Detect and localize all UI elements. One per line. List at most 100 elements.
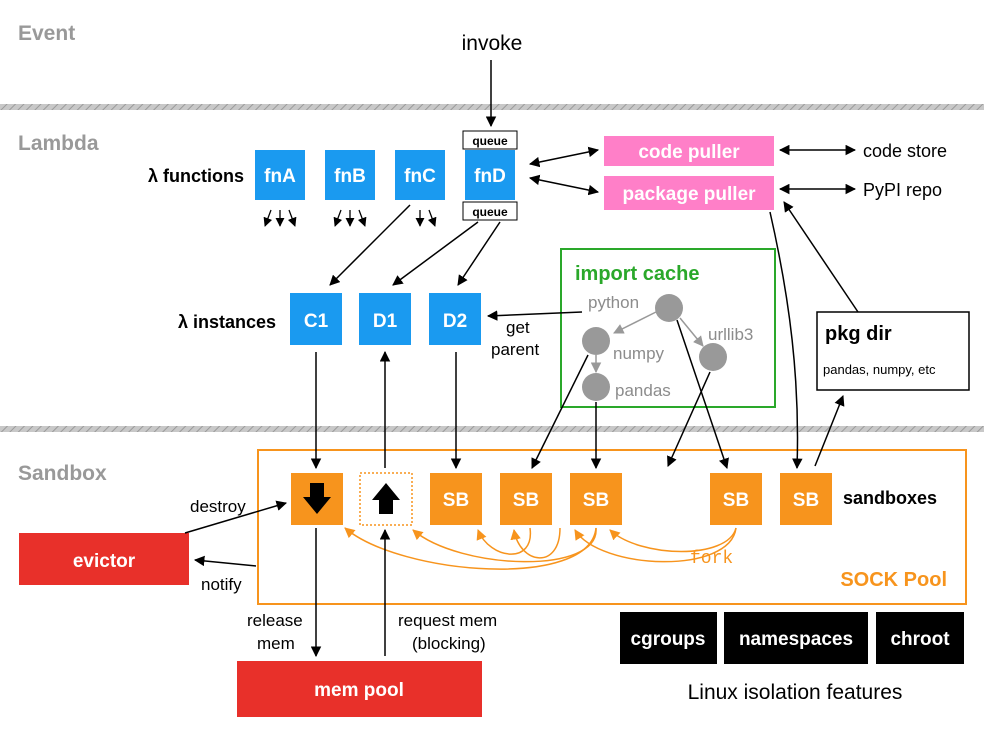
destroy-label: destroy [190, 497, 246, 516]
feature-namespaces-label: namespaces [739, 629, 853, 650]
sandbox-5-label: SB [793, 490, 819, 511]
sock-pool-box [257, 449, 967, 605]
sandbox-1[interactable]: SB [430, 473, 482, 525]
queue-bottom: queue [462, 201, 518, 221]
sandbox-1-label: SB [443, 490, 469, 511]
sandboxes-label: sandboxes [843, 488, 937, 508]
package-puller-box[interactable]: package puller [604, 176, 774, 210]
arrow-fnD-code-puller [528, 146, 600, 168]
arrow-python-to-sandbox-4 [676, 319, 729, 469]
evictor-box[interactable]: evictor [19, 533, 189, 585]
section-lambda-label: Lambda [18, 132, 99, 155]
divider-event-lambda [0, 104, 984, 110]
release-mem-line2: mem [257, 634, 295, 653]
functions-label: λ functions [148, 166, 244, 186]
mem-pool-box[interactable]: mem pool [237, 661, 482, 717]
request-mem-line1: request mem [398, 611, 497, 630]
sandbox-2[interactable]: SB [500, 473, 552, 525]
import-cache-title: import cache [575, 263, 699, 285]
arrow-up-icon [372, 483, 400, 514]
cache-node-numpy[interactable] [582, 327, 610, 355]
function-fnB-label: fnB [334, 166, 366, 187]
function-fnA-label: fnA [264, 166, 296, 187]
section-sandbox-label: Sandbox [18, 462, 107, 485]
feature-chroot-label: chroot [890, 629, 950, 650]
instance-C1[interactable]: C1 [290, 293, 342, 345]
cache-node-python[interactable] [655, 294, 683, 322]
instance-D1[interactable]: D1 [359, 293, 411, 345]
function-fnC[interactable]: fnC [395, 150, 445, 200]
cache-node-pandas[interactable] [582, 373, 610, 401]
destroy-sandbox-slot[interactable] [291, 473, 343, 525]
arrow-destroy [184, 500, 288, 534]
function-fnB[interactable]: fnB [325, 150, 375, 200]
cache-node-urllib3[interactable] [699, 343, 727, 371]
mem-pool-label: mem pool [314, 680, 404, 701]
invoke-label: invoke [462, 32, 523, 55]
instance-D2-label: D2 [443, 311, 467, 332]
fanout-arrows-fnA [263, 209, 297, 227]
evictor-label: evictor [73, 551, 136, 572]
cache-node-urllib3-label: urllib3 [708, 325, 753, 344]
queue-top-label: queue [472, 134, 508, 148]
sandbox-3-label: SB [583, 490, 609, 511]
queue-top: queue [462, 130, 518, 150]
instance-C1-label: C1 [304, 311, 329, 332]
package-puller-label: package puller [622, 184, 756, 205]
section-event-label: Event [18, 22, 75, 45]
arrow-package-puller-to-sandbox-5 [769, 211, 803, 470]
code-puller-label: code puller [638, 142, 740, 163]
pypi-repo-label: PyPI repo [863, 180, 942, 200]
fork-label: fork [690, 549, 733, 569]
arrow-fnC-to-C1 [329, 204, 411, 286]
function-fnD-label: fnD [474, 166, 506, 187]
feature-chroot[interactable]: chroot [876, 612, 964, 664]
pkg-dir-contents: pandas, numpy, etc [823, 362, 936, 377]
feature-cgroups[interactable]: cgroups [620, 612, 717, 664]
cache-node-numpy-label: numpy [613, 344, 665, 363]
request-mem-line2: (blocking) [412, 634, 486, 653]
notify-label: notify [201, 575, 242, 594]
create-sandbox-slot[interactable] [359, 472, 413, 526]
get-parent-line2: parent [491, 340, 539, 359]
sandbox-5[interactable]: SB [780, 473, 832, 525]
instance-D1-label: D1 [373, 311, 398, 332]
function-fnD[interactable]: fnD [465, 150, 515, 200]
arrow-down-icon [303, 483, 331, 514]
fanout-arrows-fnB [333, 209, 367, 227]
fanout-arrows-fnC [415, 209, 437, 227]
arrow-get-parent [486, 310, 583, 321]
arrow-fnD-to-D2 [457, 221, 501, 286]
feature-namespaces[interactable]: namespaces [724, 612, 868, 664]
arrow-numpy-to-sandbox-2 [531, 354, 589, 469]
pkg-dir-box[interactable]: pkg dir pandas, numpy, etc [816, 311, 970, 391]
code-puller-box[interactable]: code puller [604, 136, 774, 166]
arrow-package-puller-to-pkg-dir [783, 201, 859, 313]
sandbox-4[interactable]: SB [710, 473, 762, 525]
get-parent-line1: get [506, 318, 530, 337]
sock-pool-label: SOCK Pool [840, 569, 947, 591]
cache-node-pandas-label: pandas [615, 381, 671, 400]
pkg-dir-title: pkg dir [825, 323, 892, 345]
arrow-sandbox-5-to-pkg-dir [814, 395, 845, 467]
function-fnA[interactable]: fnA [255, 150, 305, 200]
sandbox-2-label: SB [513, 490, 539, 511]
release-mem-line1: release [247, 611, 303, 630]
cache-edges [590, 311, 704, 374]
arrow-fnD-to-D1 [392, 221, 479, 286]
divider-lambda-sandbox [0, 426, 984, 432]
instance-D2[interactable]: D2 [429, 293, 481, 345]
sandbox-4-label: SB [723, 490, 749, 511]
queue-bottom-label: queue [472, 205, 508, 219]
arrow-urllib3-down [667, 371, 711, 467]
arrow-fnD-package-puller [528, 174, 600, 196]
cache-node-python-label: python [588, 293, 639, 312]
arrow-notify [193, 555, 257, 567]
fork-arcs [344, 527, 737, 570]
sandbox-3[interactable]: SB [570, 473, 622, 525]
code-store-label: code store [863, 141, 947, 161]
linux-caption: Linux isolation features [688, 681, 903, 704]
import-cache-box [560, 248, 776, 408]
instances-label: λ instances [178, 312, 276, 332]
